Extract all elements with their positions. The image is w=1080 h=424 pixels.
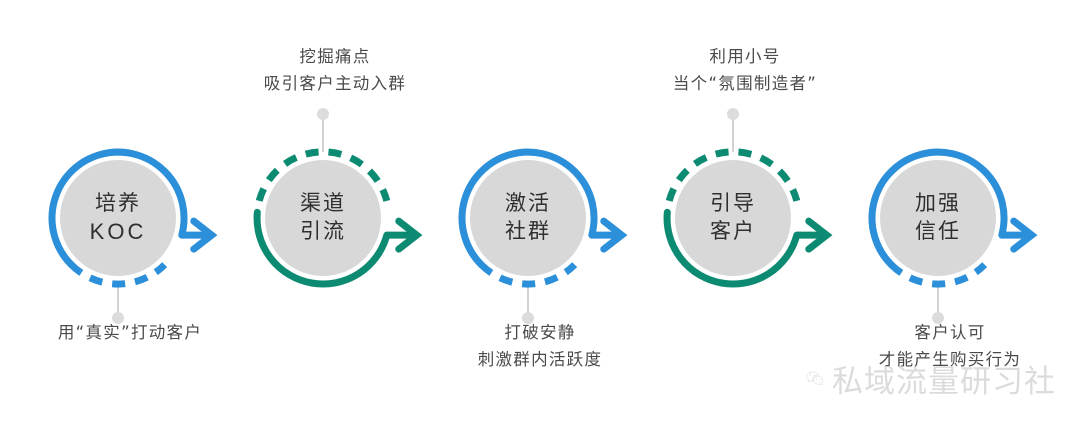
step-label: 加强信任: [880, 160, 996, 276]
connector-line: [322, 114, 324, 152]
flow-step-2: 渠道引流 挖掘痛点吸引客户主动入群: [227, 0, 443, 424]
connector-dot: [932, 312, 944, 324]
step-circle[interactable]: 培养 KOC: [46, 146, 218, 290]
connector-dot: [727, 108, 739, 120]
step-caption: 用“真实”打动客户: [0, 320, 264, 347]
flow-step-4: 引导客户 利用小号当个“氛围制造者”: [637, 0, 853, 424]
step-label: 培养 KOC: [60, 160, 176, 276]
connector-line: [937, 284, 939, 318]
step-caption: 打破安静刺激群内活跃度: [406, 320, 674, 373]
ring-and-arrow: [48, 148, 218, 288]
ring-solid-arc: [253, 208, 391, 288]
ring-dashed-arc: [255, 148, 391, 202]
step-circle[interactable]: 激活社群: [456, 146, 628, 290]
ring-dashed-arc: [68, 262, 168, 288]
ring-solid-arc: [458, 148, 598, 269]
ring-dashed-arc: [665, 148, 801, 202]
ring-solid-arc: [868, 148, 1008, 269]
step-circle[interactable]: 加强信任: [866, 146, 1038, 290]
step-disc: [265, 160, 381, 276]
step-caption-line1: 挖掘痛点: [299, 47, 371, 66]
step-label-line1: 培养: [95, 190, 141, 215]
step-label-line1: 引导: [710, 191, 756, 216]
connector-line: [732, 114, 734, 152]
step-circle[interactable]: 渠道引流: [251, 146, 423, 290]
flow-step-5: 加强信任客户认可才能产生购买行为: [842, 0, 1058, 424]
step-label: 激活社群: [470, 160, 586, 276]
step-disc: [470, 160, 586, 276]
step-label-line2: 社群: [505, 219, 551, 243]
step-disc: [675, 160, 791, 276]
step-label-line1: 加强: [915, 191, 961, 216]
arrow-head: [805, 217, 833, 253]
ring-and-arrow: [458, 148, 628, 288]
step-caption-line2: 当个“氛围制造者”: [672, 73, 818, 93]
ring-and-arrow: [868, 148, 1038, 288]
step-caption-line2: 刺激群内活跃度: [477, 349, 603, 369]
ring-dashed-arc: [888, 262, 988, 288]
step-caption-line1: 客户认可: [914, 323, 986, 342]
ring-solid-arc: [48, 148, 188, 269]
step-circle[interactable]: 引导客户: [661, 146, 833, 290]
step-caption: 客户认可才能产生购买行为: [816, 320, 1080, 373]
arrow-head: [395, 217, 423, 253]
step-caption-line1: 打破安静: [504, 323, 576, 342]
step-caption: 挖掘痛点吸引客户主动入群: [201, 44, 469, 97]
step-label-line2: 客户: [710, 219, 756, 243]
step-disc: [880, 160, 996, 276]
flow-step-1: 培养 KOC 用“真实”打动客户: [22, 0, 238, 424]
connector-line: [117, 284, 119, 318]
step-label: 引导客户: [675, 160, 791, 276]
arrow-head: [190, 217, 218, 253]
arrow-head: [600, 217, 628, 253]
step-label: 渠道引流: [265, 160, 381, 276]
step-label-line1: 渠道: [300, 191, 346, 216]
connector-dot: [112, 312, 124, 324]
arrow-head: [1010, 217, 1038, 253]
step-label-line2: 引流: [300, 219, 346, 243]
step-caption-line1: 利用小号: [709, 47, 781, 66]
ring-and-arrow: [663, 148, 833, 288]
ring-solid-arc: [663, 208, 801, 288]
connector-dot: [317, 108, 329, 120]
step-label-line2: 信任: [915, 219, 961, 243]
step-caption-line1: 用“真实”打动客户: [57, 323, 203, 342]
ring-dashed-arc: [478, 262, 578, 288]
connector-dot: [522, 312, 534, 324]
step-label-line1: 激活: [505, 191, 551, 216]
step-disc: [60, 160, 176, 276]
step-label-line2: KOC: [89, 219, 147, 245]
flow-step-3: 激活社群打破安静刺激群内活跃度: [432, 0, 648, 424]
step-caption-line2: 才能产生购买行为: [878, 349, 1022, 369]
step-caption: 利用小号当个“氛围制造者”: [611, 44, 879, 97]
ring-and-arrow: [253, 148, 423, 288]
connector-line: [527, 284, 529, 318]
step-caption-line2: 吸引客户主动入群: [263, 73, 407, 93]
